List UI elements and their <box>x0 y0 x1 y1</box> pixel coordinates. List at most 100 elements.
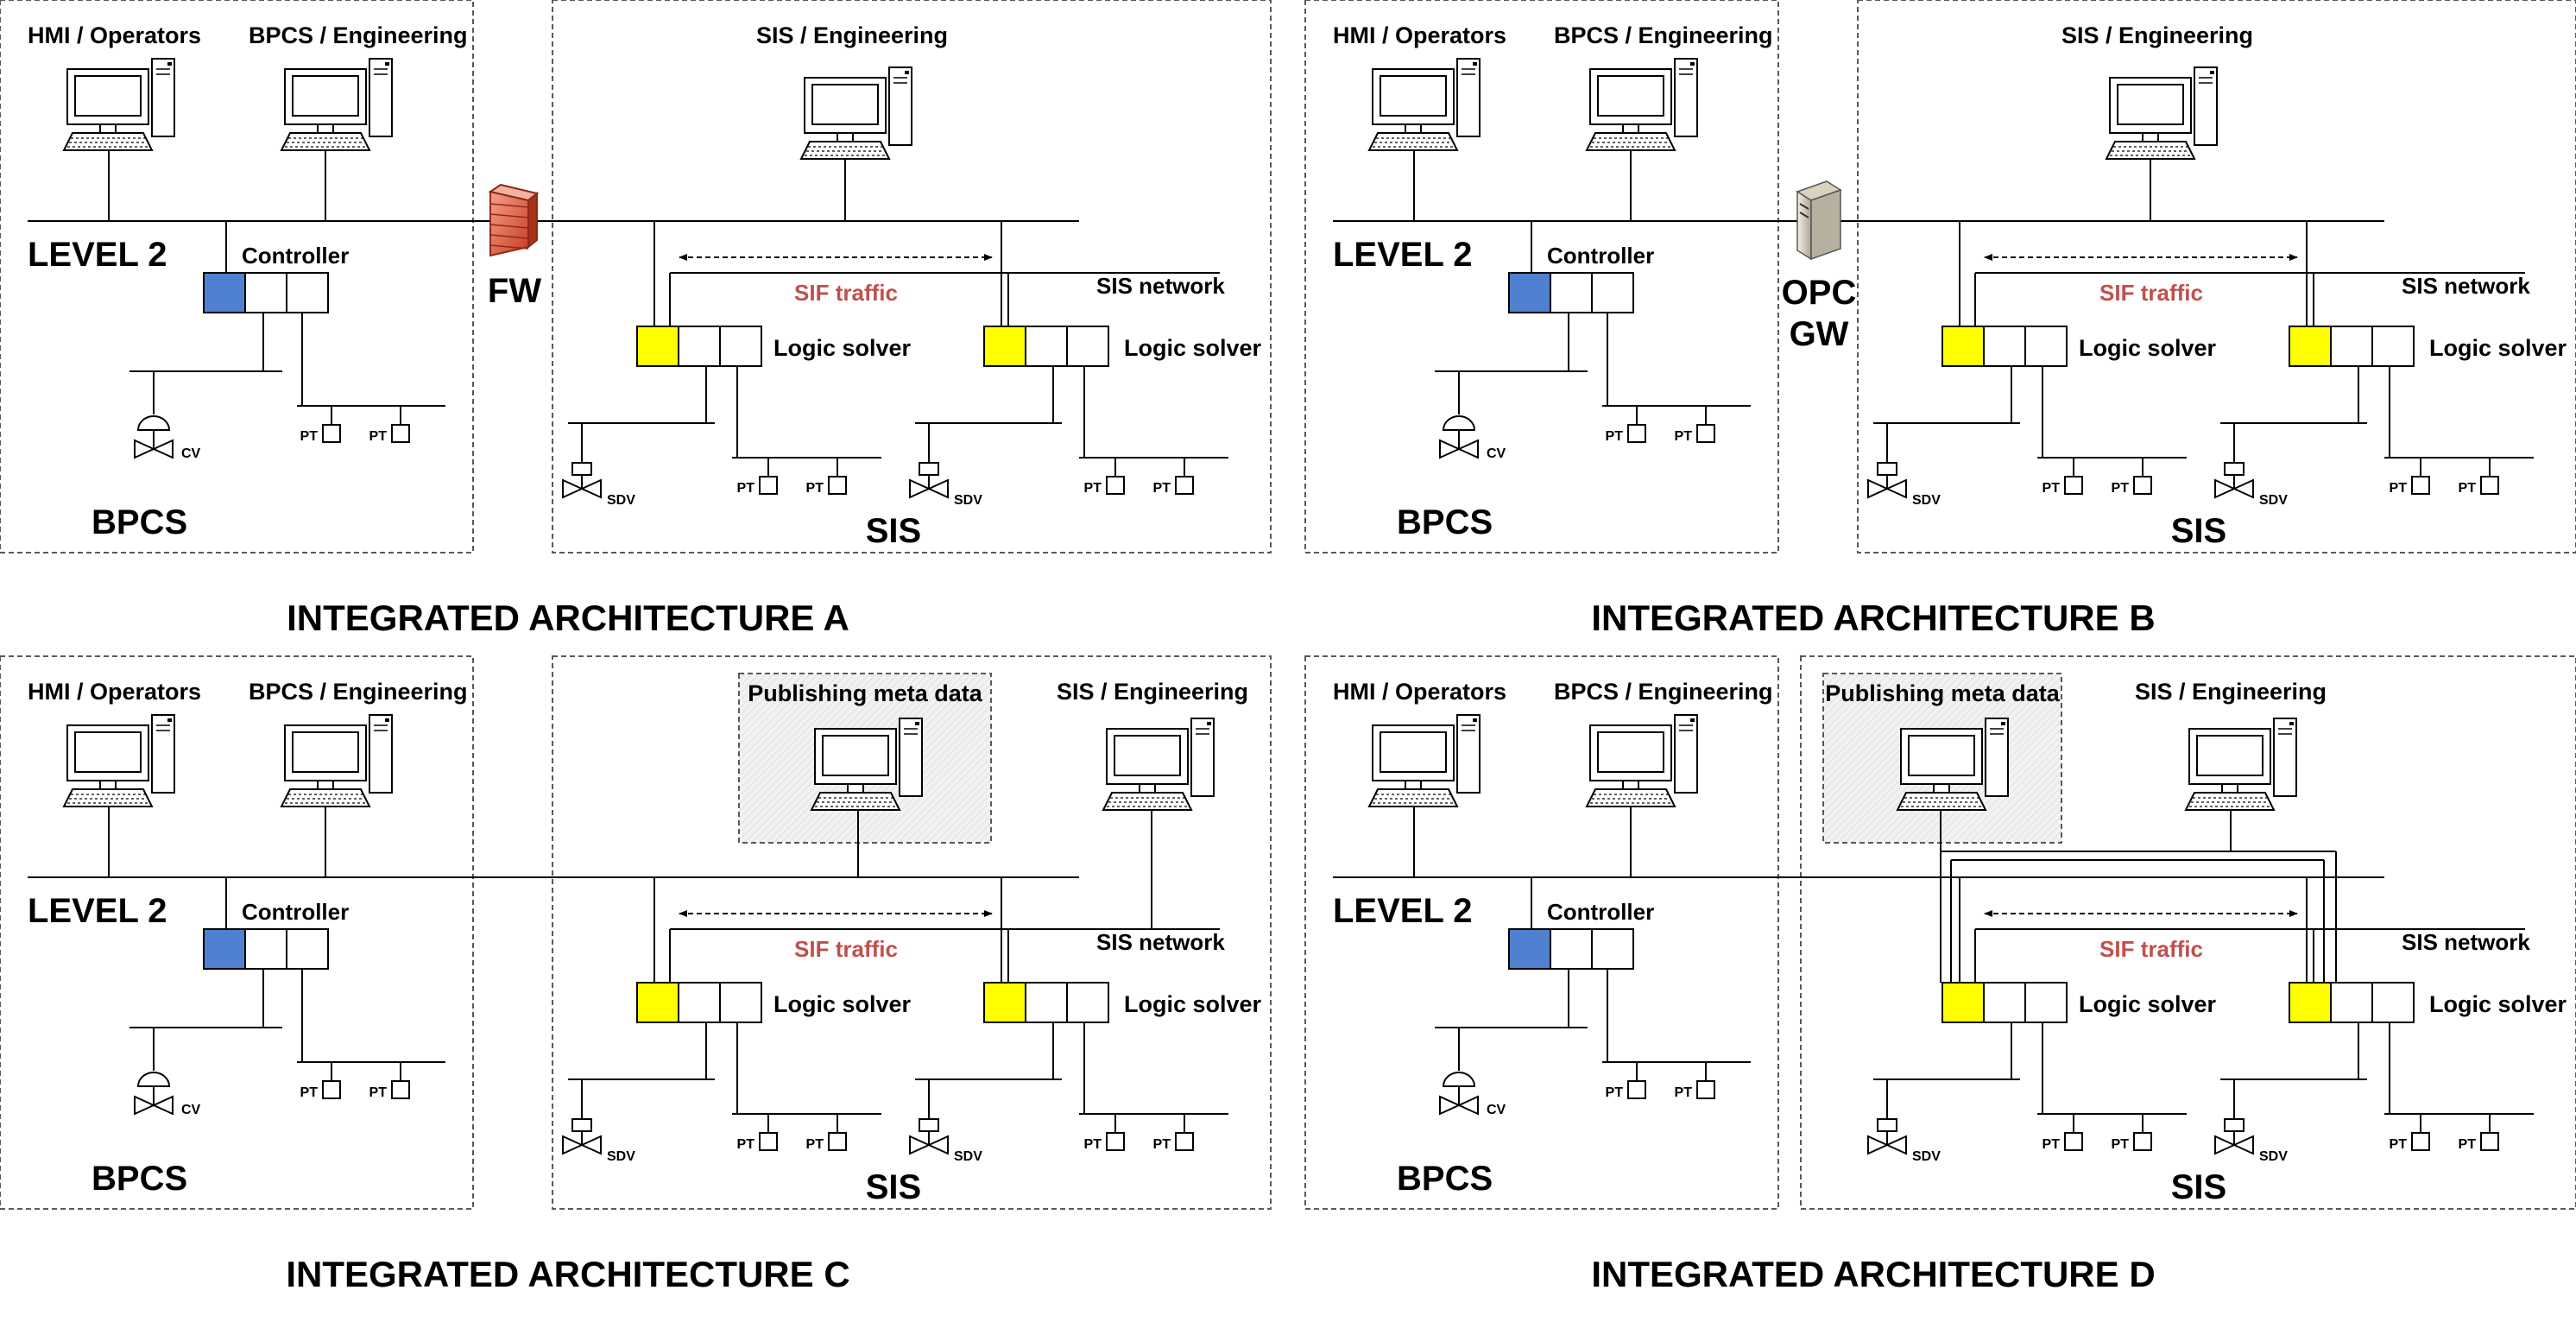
computer-icon <box>1586 58 1698 151</box>
shutdown-valve-icon <box>909 1118 949 1154</box>
pressure-transmitter-icon <box>2064 476 2083 495</box>
server-slot <box>1799 203 1809 210</box>
hmi-operators-label: HMI / Operators <box>1333 679 1506 705</box>
sis-network-label: SIS network <box>2402 273 2530 299</box>
pressure-transmitter-icon <box>2480 1132 2499 1151</box>
controller-label: Controller <box>242 243 349 269</box>
module-io <box>1983 326 2026 367</box>
module-cpu <box>203 928 246 970</box>
controller-rack <box>1508 272 1634 313</box>
control-valve-icon <box>134 415 174 459</box>
gw-label: GW <box>1790 315 1849 353</box>
module-io <box>286 928 329 970</box>
pt-label: PT <box>737 481 755 496</box>
logic-solver-label: Logic solver <box>1124 991 1262 1017</box>
logic-solver-label: Logic solver <box>2429 991 2567 1017</box>
logic-solver-rack-2 <box>983 982 1109 1023</box>
firewall-brick-line <box>489 244 529 250</box>
sif-traffic-label: SIF traffic <box>2099 936 2203 962</box>
module-cpu <box>636 982 679 1023</box>
module-cpu <box>1508 272 1551 313</box>
level-2-label: LEVEL 2 <box>1333 892 1473 930</box>
module-io <box>2371 982 2415 1023</box>
pt-label: PT <box>300 1085 319 1100</box>
sdv-label: SDV <box>2259 493 2288 508</box>
firewall-icon <box>488 183 540 257</box>
bpcs-engineering-label: BPCS / Engineering <box>1554 679 1773 705</box>
cv-label: CV <box>1487 446 1506 461</box>
pressure-transmitter-icon <box>1106 1132 1125 1151</box>
computer-icon <box>811 718 923 811</box>
sis-label: SIS <box>2171 1168 2226 1206</box>
server-icon <box>1796 180 1842 261</box>
pt-label: PT <box>2390 481 2408 496</box>
architecture-title: INTEGRATED ARCHITECTURE D <box>1591 1254 2155 1294</box>
module-io <box>678 326 721 367</box>
logic-solver-rack-1 <box>636 982 762 1023</box>
level-2-label: LEVEL 2 <box>28 892 167 930</box>
pressure-transmitter-icon <box>1627 1080 1646 1099</box>
pt-label: PT <box>737 1137 755 1152</box>
controller-rack <box>203 272 329 313</box>
pressure-transmitter-icon <box>1175 1132 1194 1151</box>
publishing-label: Publishing meta data <box>748 680 983 706</box>
module-io <box>2330 326 2373 367</box>
module-cpu <box>1508 928 1551 970</box>
computer-icon <box>63 58 175 151</box>
module-io <box>1550 928 1593 970</box>
pt-label: PT <box>369 429 388 444</box>
controller-rack <box>1508 928 1634 970</box>
firewall-brick-line <box>489 213 529 218</box>
module-cpu <box>1941 982 1985 1023</box>
pt-label: PT <box>1675 429 1693 444</box>
hmi-operators-label: HMI / Operators <box>1333 22 1506 48</box>
pressure-transmitter-icon <box>1106 476 1125 495</box>
pressure-transmitter-icon <box>2133 1132 2152 1151</box>
module-cpu <box>983 982 1026 1023</box>
computer-icon <box>1368 58 1481 151</box>
sis-engineering-label: SIS / Engineering <box>756 22 948 48</box>
computer-icon <box>1368 714 1481 807</box>
shutdown-valve-icon <box>1867 1118 1907 1154</box>
controller-label: Controller <box>1547 899 1654 925</box>
module-io <box>244 928 287 970</box>
pt-label: PT <box>2112 481 2130 496</box>
sis-boundary <box>1857 0 2576 553</box>
logic-solver-label: Logic solver <box>2079 991 2217 1017</box>
bpcs-boundary <box>0 655 474 1210</box>
pressure-transmitter-icon <box>391 424 410 443</box>
logic-solver-label: Logic solver <box>773 335 912 361</box>
sdv-label: SDV <box>607 493 635 508</box>
hmi-operators-label: HMI / Operators <box>28 22 201 48</box>
pt-label: PT <box>2459 1137 2477 1152</box>
sis-label: SIS <box>866 512 921 550</box>
module-io <box>1591 928 1634 970</box>
shutdown-valve-icon <box>562 1118 602 1154</box>
module-io <box>1025 982 1068 1023</box>
firewall-side <box>527 191 538 250</box>
server-slot <box>1799 212 1809 218</box>
logic-solver-rack-2 <box>983 326 1109 367</box>
module-io <box>678 982 721 1023</box>
sdv-label: SDV <box>2259 1149 2288 1164</box>
bpcs-engineering-label: BPCS / Engineering <box>249 22 468 48</box>
logic-solver-label: Logic solver <box>2079 335 2217 361</box>
firewall-brick-line <box>489 203 529 208</box>
pt-label: PT <box>2042 481 2061 496</box>
module-io <box>244 272 287 313</box>
pt-label: PT <box>1153 481 1171 496</box>
pressure-transmitter-icon <box>2480 476 2499 495</box>
logic-solver-rack-1 <box>1941 326 2068 367</box>
pressure-transmitter-icon <box>2064 1132 2083 1151</box>
logic-solver-label: Logic solver <box>773 991 912 1017</box>
pt-label: PT <box>1084 1137 1102 1152</box>
computer-icon <box>2185 718 2297 811</box>
fw-label: FW <box>488 272 541 310</box>
sis-engineering-label: SIS / Engineering <box>2135 679 2327 705</box>
pressure-transmitter-icon <box>1696 424 1715 443</box>
shutdown-valve-icon <box>909 462 949 498</box>
bpcs-label: BPCS <box>92 503 187 541</box>
